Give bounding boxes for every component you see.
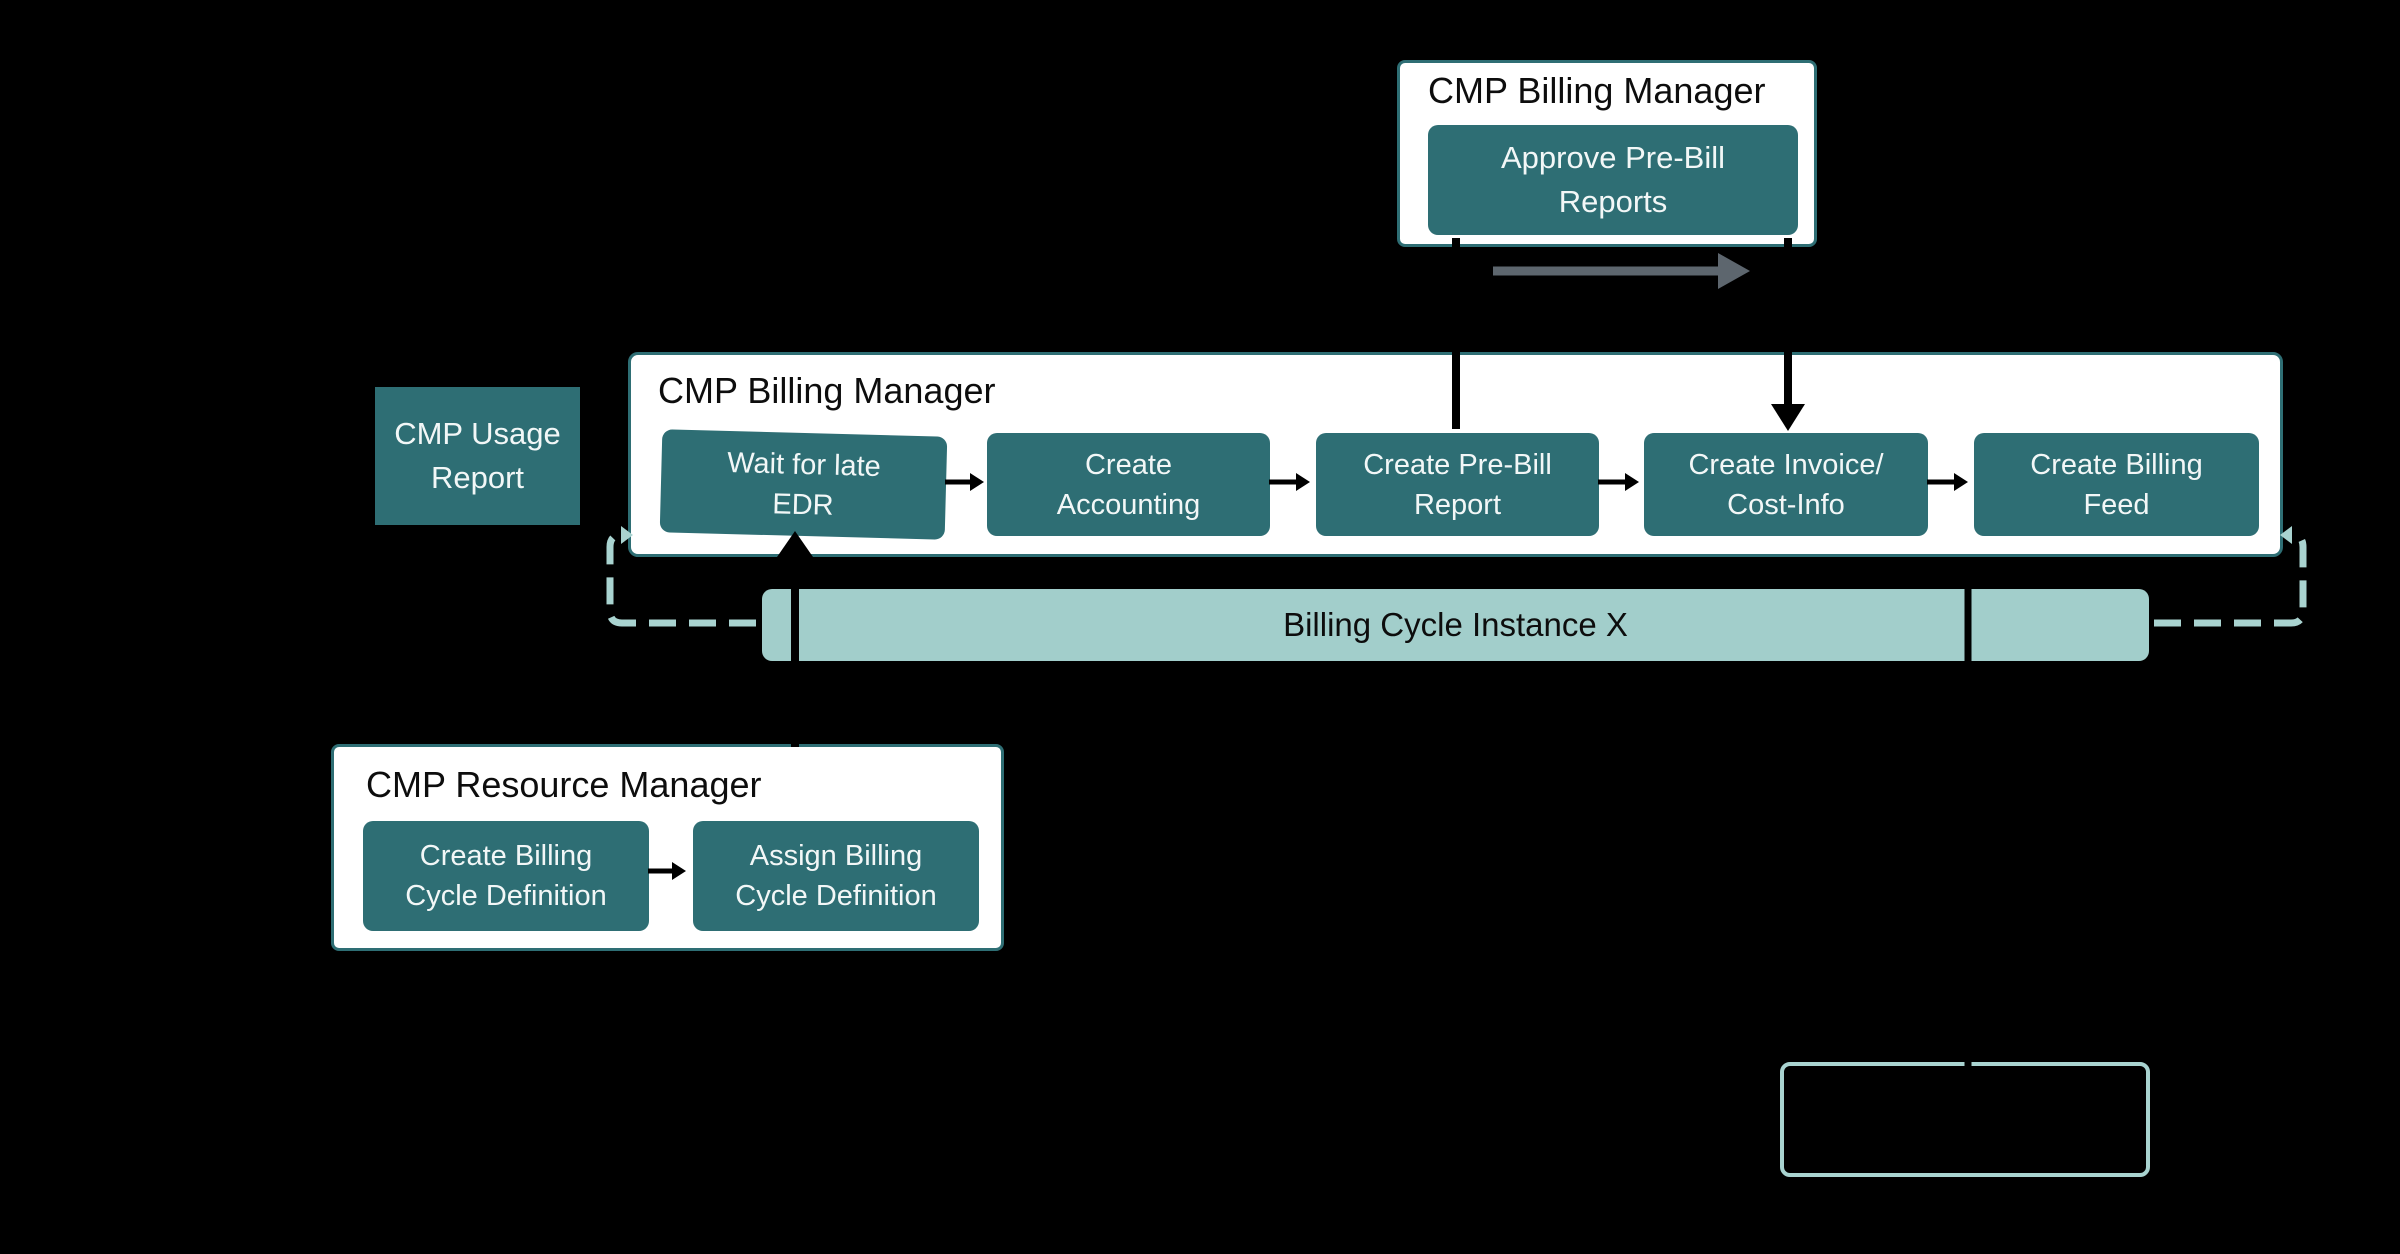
task-create-pre-bill-report: Create Pre-Bill Report xyxy=(1316,433,1599,536)
task-label: Create Accounting xyxy=(1056,448,1201,521)
gray-right-arrow xyxy=(1493,253,1750,289)
lane-title-billing-manager-approval: CMP Billing Manager xyxy=(1428,70,1766,111)
lane-billing-manager-run: CMP Billing Manager Wait for late EDR Cr… xyxy=(628,352,2283,557)
task-label: Assign Billing Cycle Definition xyxy=(735,840,937,912)
task-label: Create Invoice/ Cost-Info xyxy=(1688,448,1884,521)
task-label: Approve Pre-Bill Reports xyxy=(1501,140,1725,219)
task-approve-pre-bill-reports: Approve Pre-Bill Reports xyxy=(1428,125,1798,235)
task-create-accounting: Create Accounting xyxy=(987,433,1270,536)
billing-cycle-instance-label: Billing Cycle Instance X xyxy=(1283,606,1628,643)
billing-cycle-instance-bar: Billing Cycle Instance X xyxy=(762,589,2149,661)
lane-title-billing-manager-run: CMP Billing Manager xyxy=(658,370,996,411)
lane-billing-manager-approval: CMP Billing Manager Approve Pre-Bill Rep… xyxy=(1397,60,1817,247)
task-create-invoice-cost-info: Create Invoice/ Cost-Info xyxy=(1644,433,1928,536)
task-label: Create Billing Cycle Definition xyxy=(405,840,607,912)
artifact-label: CMP Usage Report xyxy=(394,416,561,495)
lane-resource-manager: CMP Resource Manager Create Billing Cycl… xyxy=(331,744,1004,951)
task-assign-billing-cycle-definition: Assign Billing Cycle Definition xyxy=(693,821,979,931)
task-label: Wait for late EDR xyxy=(726,446,882,522)
task-create-billing-cycle-definition: Create Billing Cycle Definition xyxy=(363,821,649,931)
task-label: Create Pre-Bill Report xyxy=(1363,448,1552,521)
empty-placeholder-box xyxy=(1780,1062,2150,1177)
task-create-billing-feed: Create Billing Feed xyxy=(1974,433,2259,536)
artifact-cmp-usage-report: CMP Usage Report xyxy=(375,387,580,525)
task-label: Create Billing Feed xyxy=(2030,448,2203,521)
lane-title-resource-manager: CMP Resource Manager xyxy=(366,764,762,805)
task-wait-for-late-edr: Wait for late EDR xyxy=(659,429,948,540)
